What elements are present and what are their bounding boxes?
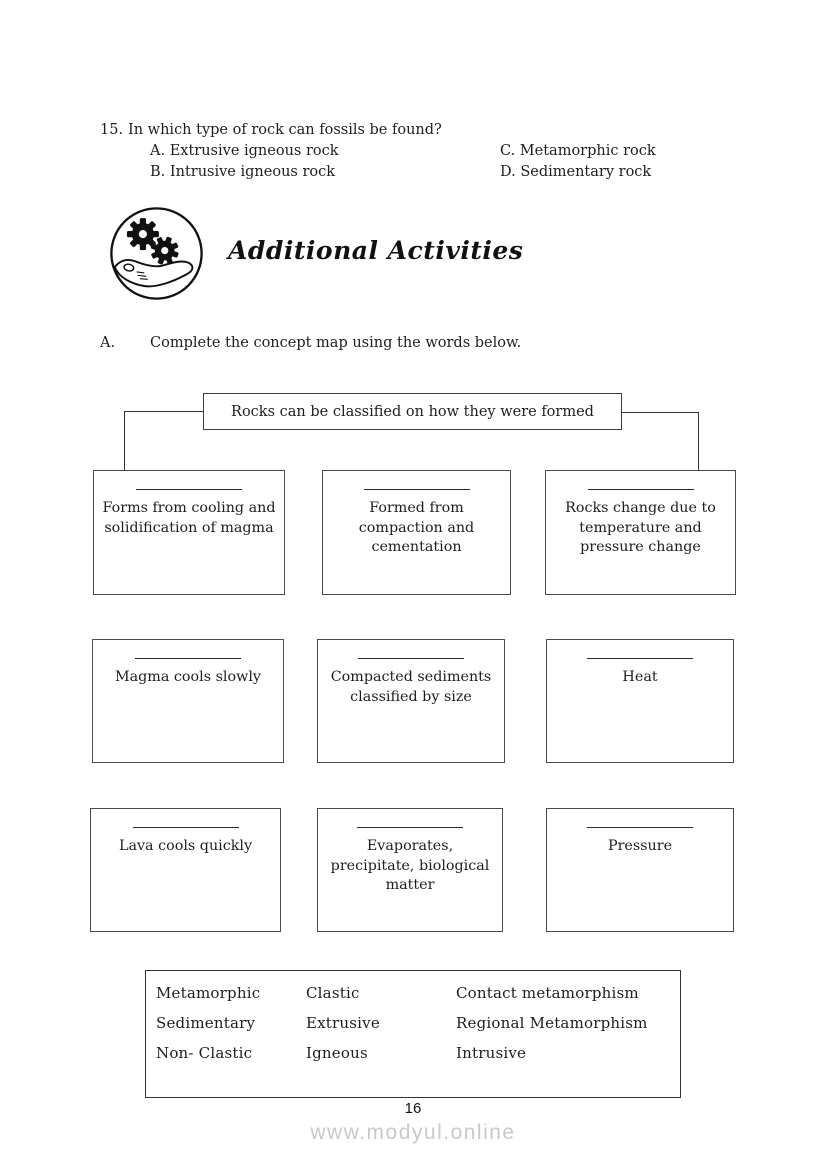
map-box-text: Magma cools slowly bbox=[114, 669, 262, 685]
answer-blank-line bbox=[132, 817, 239, 828]
word-bank-box: Metamorphic Clastic Contact metamorphism… bbox=[145, 970, 681, 1098]
concept-map-root-box: Rocks can be classified on how they were… bbox=[203, 393, 622, 430]
instruction-label: A. bbox=[100, 335, 116, 351]
section-title: Additional Activities bbox=[228, 236, 524, 265]
answer-blank-line bbox=[135, 648, 241, 659]
question-text: In which type of rock can fossils be fou… bbox=[128, 122, 442, 138]
word-bank-item: Sedimentary bbox=[156, 1014, 256, 1032]
connector-right-horizontal bbox=[621, 412, 699, 413]
map-box-heat: Heat bbox=[546, 639, 734, 763]
map-box-pressure: Pressure bbox=[546, 808, 734, 932]
answer-blank-line bbox=[587, 479, 694, 490]
map-box-text: Forms from cooling and solidification of… bbox=[102, 500, 276, 536]
connector-left-horizontal bbox=[124, 411, 203, 412]
word-bank-item: Intrusive bbox=[456, 1044, 527, 1062]
gears-in-hand-icon bbox=[108, 205, 205, 302]
connector-left-vertical bbox=[124, 411, 125, 471]
map-box-metamorphic-definition: Rocks change due to temperature and pres… bbox=[545, 470, 736, 595]
question-line: 15. In which type of rock can fossils be… bbox=[100, 120, 740, 141]
map-box-igneous-definition: Forms from cooling and solidification of… bbox=[93, 470, 285, 595]
instruction: A. Complete the concept map using the wo… bbox=[100, 335, 700, 351]
answer-blank-line bbox=[363, 479, 470, 490]
option-a: A. Extrusive igneous rock bbox=[150, 143, 339, 159]
map-box-text: Pressure bbox=[607, 838, 673, 854]
word-bank-item: Extrusive bbox=[306, 1014, 380, 1032]
answer-blank-line bbox=[587, 648, 693, 659]
instruction-text: Complete the concept map using the words… bbox=[150, 335, 522, 351]
map-box-text: Lava cools quickly bbox=[118, 838, 253, 854]
concept-map-root-text: Rocks can be classified on how they were… bbox=[231, 403, 594, 420]
answer-blank-line bbox=[357, 817, 463, 828]
answer-blank-line bbox=[136, 479, 242, 490]
option-b: B. Intrusive igneous rock bbox=[150, 164, 336, 180]
word-bank-item: Non- Clastic bbox=[156, 1044, 253, 1062]
map-box-text: Heat bbox=[622, 669, 658, 685]
map-box-sedimentary-definition: Formed from compaction and cementation bbox=[322, 470, 511, 595]
map-box-text: Evaporates, precipitate, biological matt… bbox=[330, 838, 490, 894]
map-box-text: Rocks change due to temperature and pres… bbox=[565, 500, 716, 556]
word-bank-item: Contact metamorphism bbox=[456, 984, 639, 1002]
connector-right-vertical bbox=[698, 412, 699, 470]
option-c: C. Metamorphic rock bbox=[500, 143, 656, 159]
answer-blank-line bbox=[358, 648, 464, 659]
map-box-evaporates: Evaporates, precipitate, biological matt… bbox=[317, 808, 503, 932]
map-box-text: Formed from compaction and cementation bbox=[358, 500, 475, 556]
question-number: 15. bbox=[100, 122, 124, 138]
word-bank-item: Clastic bbox=[306, 984, 360, 1002]
page-number: 16 bbox=[404, 1100, 422, 1117]
question-options: A. Extrusive igneous rock C. Metamorphic… bbox=[150, 141, 740, 183]
question-15: 15. In which type of rock can fossils be… bbox=[100, 120, 740, 183]
word-bank-item: Regional Metamorphism bbox=[456, 1014, 648, 1032]
word-bank-item: Metamorphic bbox=[156, 984, 261, 1002]
map-box-compacted-sediments: Compacted sediments classified by size bbox=[317, 639, 505, 763]
map-box-lava-cools-quickly: Lava cools quickly bbox=[90, 808, 281, 932]
watermark: www.modyul.online bbox=[310, 1121, 516, 1144]
map-box-text: Compacted sediments classified by size bbox=[330, 669, 492, 705]
answer-blank-line bbox=[587, 817, 693, 828]
word-bank-item: Igneous bbox=[306, 1044, 368, 1062]
map-box-magma-cools-slowly: Magma cools slowly bbox=[92, 639, 284, 763]
option-d: D. Sedimentary rock bbox=[500, 164, 652, 180]
